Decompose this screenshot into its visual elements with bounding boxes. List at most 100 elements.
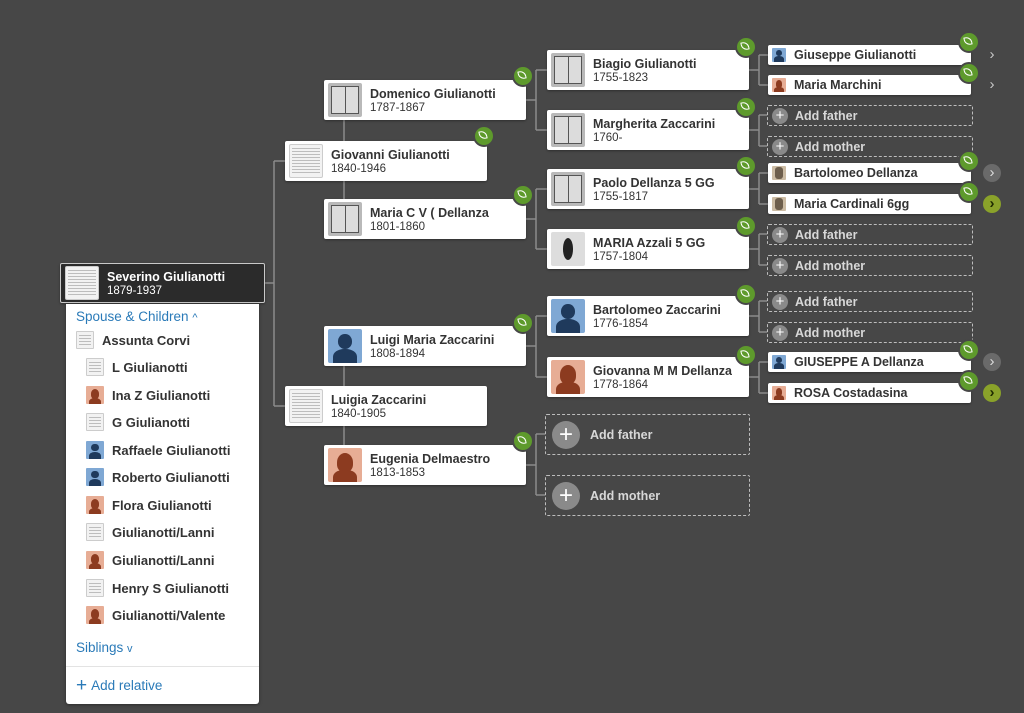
person-card-small[interactable]: GIUSEPPE A Dellanza [768,352,971,372]
person-thumbnail [289,144,323,178]
expand-arrow-icon[interactable]: › [983,353,1001,371]
person-dates: 1778-1864 [593,378,648,391]
person-name: Domenico Giulianotti [370,86,496,101]
child-item[interactable]: Roberto Giulianotti [86,468,230,486]
plus-icon: + [772,107,788,124]
child-item[interactable]: Flora Giulianotti [86,496,212,514]
add-mother-placeholder[interactable]: + Add mother [545,475,750,516]
person-thumbnail [65,266,99,300]
person-card-small[interactable]: Maria Cardinali 6gg [768,194,971,214]
expand-arrow-icon[interactable]: › [983,384,1001,402]
child-item[interactable]: Ina Z Giulianotti [86,386,210,404]
expand-arrow-icon[interactable]: › [989,46,995,63]
person-card-paternal-grandmother[interactable]: Maria C V ( Dellanza 1801-1860 [324,199,526,239]
person-thumbnail [551,232,585,266]
hint-leaf-icon[interactable] [958,181,980,203]
person-card-small[interactable]: Bartolomeo Dellanza [768,163,971,183]
person-dates: 1760- [593,131,623,144]
person-dates: 1840-1946 [331,162,386,175]
female-avatar-icon [86,386,104,404]
male-avatar-icon [328,329,362,363]
plus-icon: + [772,293,788,310]
person-card-ancestor[interactable]: Giovanna M M Dellanza 1778-1864 [547,357,749,397]
person-card-ancestor[interactable]: Paolo Dellanza 5 GG 1755-1817 [547,169,749,209]
hint-leaf-icon[interactable] [735,215,757,237]
hint-leaf-icon[interactable] [473,125,495,147]
person-card-small[interactable]: Giuseppe Giulianotti [768,45,971,65]
person-dates: 1776-1854 [593,317,648,330]
hint-leaf-icon[interactable] [512,312,534,334]
add-father-placeholder[interactable]: + Add father [767,105,973,126]
person-card-ancestor[interactable]: MARIA Azzali 5 GG 1757-1804 [547,229,749,269]
person-card-small[interactable]: ROSA Costadasina [768,383,971,403]
person-card-father[interactable]: Giovanni Giulianotti 1840-1946 [285,141,487,181]
female-avatar-icon [86,496,104,514]
child-item[interactable]: Giulianotti/Lanni [86,523,215,541]
add-relative-button[interactable]: + Add relative [76,674,163,696]
expand-arrow-icon[interactable]: › [989,76,995,93]
add-mother-placeholder[interactable]: + Add mother [767,136,973,157]
person-thumbnail [772,197,786,211]
hint-leaf-icon[interactable] [512,65,534,87]
male-avatar-icon [86,441,104,459]
person-name: Margherita Zaccarini [593,116,716,131]
child-item[interactable]: G Giulianotti [86,413,190,431]
siblings-toggle[interactable]: Siblings v [76,640,133,655]
person-card-maternal-grandfather[interactable]: Luigi Maria Zaccarini 1808-1894 [324,326,526,366]
person-card-small[interactable]: Maria Marchini [768,75,971,95]
plus-icon: + [552,420,580,449]
hint-leaf-icon[interactable] [958,370,980,392]
add-mother-placeholder[interactable]: + Add mother [767,322,973,343]
hint-leaf-icon[interactable] [735,344,757,366]
hint-leaf-icon[interactable] [958,339,980,361]
hint-leaf-icon[interactable] [958,31,980,53]
person-card-paternal-grandfather[interactable]: Domenico Giulianotti 1787-1867 [324,80,526,120]
person-dates: 1813-1853 [370,466,425,479]
person-name: Eugenia Delmaestro [370,451,491,466]
add-father-placeholder[interactable]: + Add father [767,224,973,245]
person-card-ancestor[interactable]: Margherita Zaccarini 1760- [547,110,749,150]
family-panel: Spouse & Children ^ Assunta Corvi L Giul… [66,304,259,704]
child-item[interactable]: Giulianotti/Lanni [86,551,215,569]
hint-leaf-icon[interactable] [735,283,757,305]
hint-leaf-icon[interactable] [735,96,757,118]
hint-leaf-icon[interactable] [512,430,534,452]
person-name: Giovanni Giulianotti [331,147,450,162]
male-avatar-icon [772,48,786,62]
female-avatar-icon [772,78,786,92]
add-father-placeholder[interactable]: + Add father [545,414,750,455]
person-name: Biagio Giulianotti [593,56,697,71]
female-avatar-icon [772,386,786,400]
root-person-card[interactable]: Severino Giulianotti 1879-1937 [60,263,265,303]
child-item[interactable]: Giulianotti/Valente [86,606,225,624]
expand-arrow-icon[interactable]: › [983,164,1001,182]
female-avatar-icon [551,360,585,394]
person-card-maternal-grandmother[interactable]: Eugenia Delmaestro 1813-1853 [324,445,526,485]
spouse-children-toggle[interactable]: Spouse & Children ^ [76,309,198,324]
person-card-mother[interactable]: Luigia Zaccarini 1840-1905 [285,386,487,426]
hint-leaf-icon[interactable] [958,150,980,172]
person-card-ancestor[interactable]: Biagio Giulianotti 1755-1823 [547,50,749,90]
child-item[interactable]: Raffaele Giulianotti [86,441,230,459]
panel-divider [66,666,259,667]
hint-leaf-icon[interactable] [735,155,757,177]
person-thumbnail [76,331,94,349]
person-card-ancestor[interactable]: Bartolomeo Zaccarini 1776-1854 [547,296,749,336]
expand-arrow-icon[interactable]: › [983,195,1001,213]
person-thumbnail [328,83,362,117]
child-item[interactable]: Henry S Giulianotti [86,579,229,597]
person-dates: 1840-1905 [331,407,386,420]
plus-icon: + [772,138,788,155]
hint-leaf-icon[interactable] [735,36,757,58]
person-dates: 1801-1860 [370,220,425,233]
person-thumbnail [86,413,104,431]
hint-leaf-icon[interactable] [958,62,980,84]
hint-leaf-icon[interactable] [512,184,534,206]
add-mother-placeholder[interactable]: + Add mother [767,255,973,276]
person-dates: 1755-1817 [593,190,648,203]
person-dates: 1879-1937 [107,284,162,297]
child-item[interactable]: L Giulianotti [86,358,188,376]
add-father-placeholder[interactable]: + Add father [767,291,973,312]
plus-icon: + [772,324,788,341]
spouse-item[interactable]: Assunta Corvi [76,331,190,349]
